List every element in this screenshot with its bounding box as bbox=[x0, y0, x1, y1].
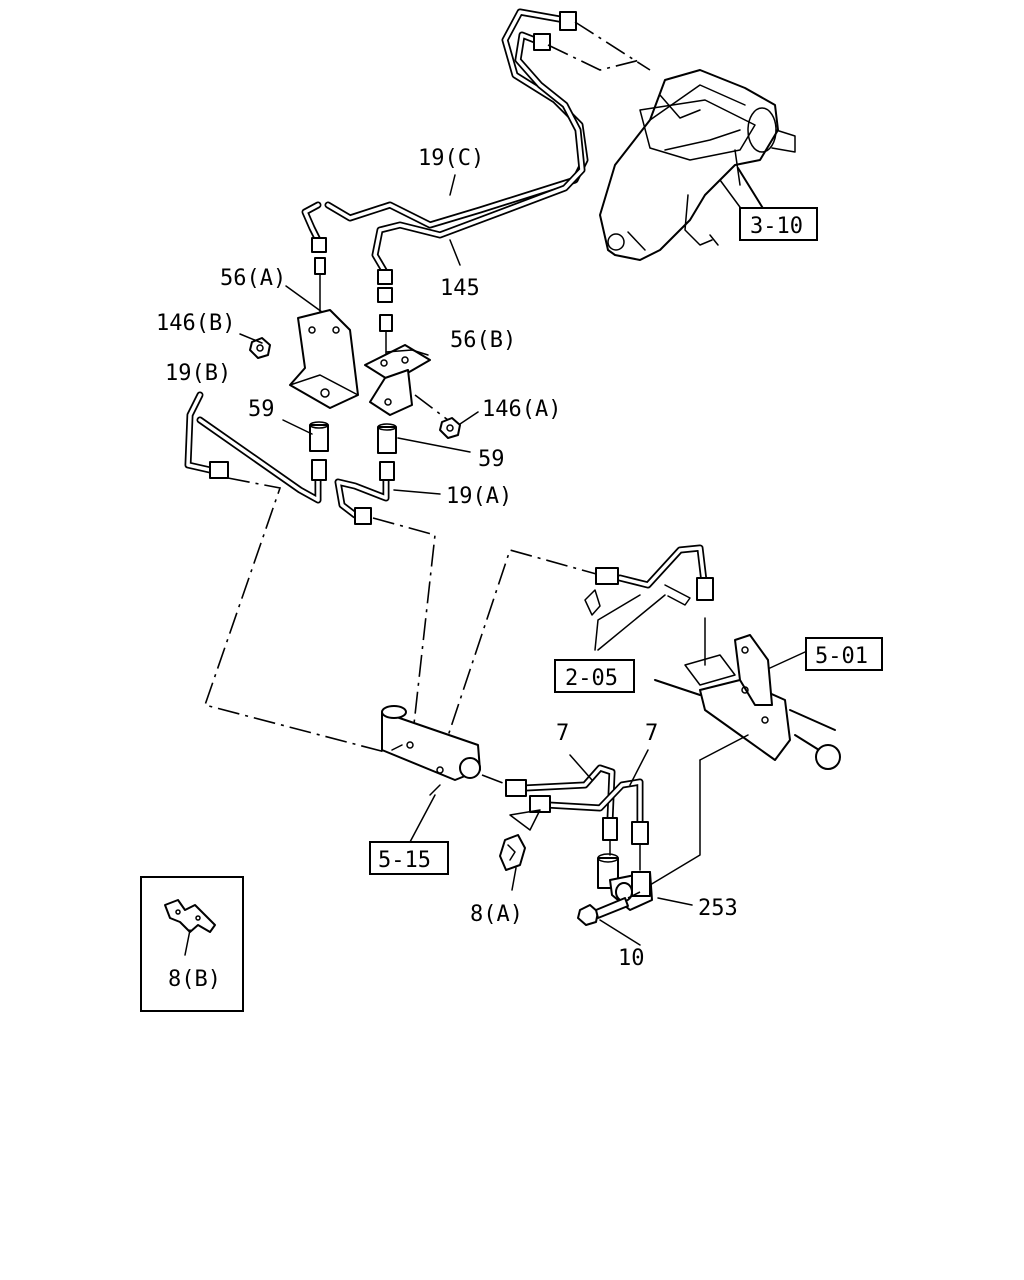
leader-59-right bbox=[397, 437, 471, 453]
leader-19a bbox=[393, 489, 441, 495]
label-2-05: 2-05 bbox=[565, 666, 618, 691]
leader-frame-to-union bbox=[649, 759, 701, 886]
bracket-56a bbox=[289, 309, 359, 409]
nut-146a bbox=[439, 417, 461, 439]
label-145: 145 bbox=[440, 276, 480, 301]
leader-5-15 bbox=[409, 794, 436, 843]
inset-8b bbox=[140, 876, 244, 1012]
label-19a: 19(A) bbox=[446, 484, 512, 509]
pipe-19a bbox=[334, 461, 395, 525]
label-146a: 146(A) bbox=[482, 397, 561, 422]
label-19b: 19(B) bbox=[165, 361, 231, 386]
leader-146b bbox=[239, 333, 263, 344]
label-253: 253 bbox=[698, 896, 738, 921]
leader-59-left bbox=[282, 419, 313, 435]
connector-59-right bbox=[377, 423, 397, 454]
label-3-10: 3-10 bbox=[750, 214, 803, 239]
label-56a: 56(A) bbox=[220, 266, 286, 291]
label-5-01: 5-01 bbox=[815, 644, 868, 669]
ref-box-5-01 bbox=[805, 637, 883, 671]
leader-7-right bbox=[629, 749, 649, 786]
bracket-56b bbox=[364, 344, 431, 416]
leader-19c bbox=[449, 174, 456, 196]
leader-7-left bbox=[569, 754, 593, 781]
label-7-right: 7 bbox=[645, 721, 658, 746]
pipe-19c bbox=[324, 8, 589, 229]
union-19c bbox=[314, 257, 326, 275]
ref-box-3-10 bbox=[739, 207, 818, 241]
leader-8a bbox=[511, 867, 517, 891]
pipe-2-05 bbox=[584, 544, 714, 616]
leader-145 bbox=[449, 239, 461, 266]
label-7-left: 7 bbox=[556, 721, 569, 746]
ref-box-5-15 bbox=[369, 841, 449, 875]
union-145-b bbox=[379, 314, 393, 332]
pipe-19b bbox=[184, 391, 327, 504]
label-10: 10 bbox=[618, 946, 645, 971]
pipe-7-left bbox=[505, 764, 618, 841]
label-8b: 8(B) bbox=[168, 967, 221, 992]
label-56b: 56(B) bbox=[450, 328, 516, 353]
clip-8a bbox=[499, 834, 526, 871]
union-2-05 bbox=[696, 577, 714, 601]
leader-2-05-b bbox=[597, 594, 666, 651]
pipe-7-right bbox=[529, 778, 649, 845]
label-146b: 146(B) bbox=[156, 311, 235, 336]
nut-146b bbox=[249, 337, 271, 359]
frame-5-01 bbox=[654, 634, 841, 770]
leader-2-05-a bbox=[594, 594, 641, 651]
leader-146a bbox=[459, 411, 479, 425]
master-cylinder-assembly bbox=[599, 69, 796, 261]
union-145-a bbox=[377, 287, 393, 303]
flare-nut-top-1 bbox=[559, 11, 577, 31]
leader-10 bbox=[599, 919, 641, 946]
flare-nut-2-05 bbox=[595, 567, 619, 585]
bolt-10 bbox=[577, 897, 629, 926]
flare-nut-145 bbox=[377, 269, 393, 285]
label-5-15: 5-15 bbox=[378, 848, 431, 873]
label-59-left: 59 bbox=[248, 397, 275, 422]
flare-nut-top-2 bbox=[533, 33, 551, 51]
connector-59-left bbox=[309, 421, 329, 452]
frame-bracket-5-15 bbox=[381, 705, 481, 781]
leader-5-01 bbox=[769, 651, 806, 669]
ref-box-2-05 bbox=[554, 659, 635, 693]
flare-nut-19c bbox=[311, 237, 327, 253]
label-59-right: 59 bbox=[478, 447, 505, 472]
leader-56a bbox=[285, 285, 323, 313]
leader-56b bbox=[385, 349, 429, 356]
pipe-145 bbox=[371, 31, 586, 276]
label-19c: 19(C) bbox=[418, 146, 484, 171]
leader-253 bbox=[657, 897, 693, 906]
label-8a: 8(A) bbox=[470, 902, 523, 927]
